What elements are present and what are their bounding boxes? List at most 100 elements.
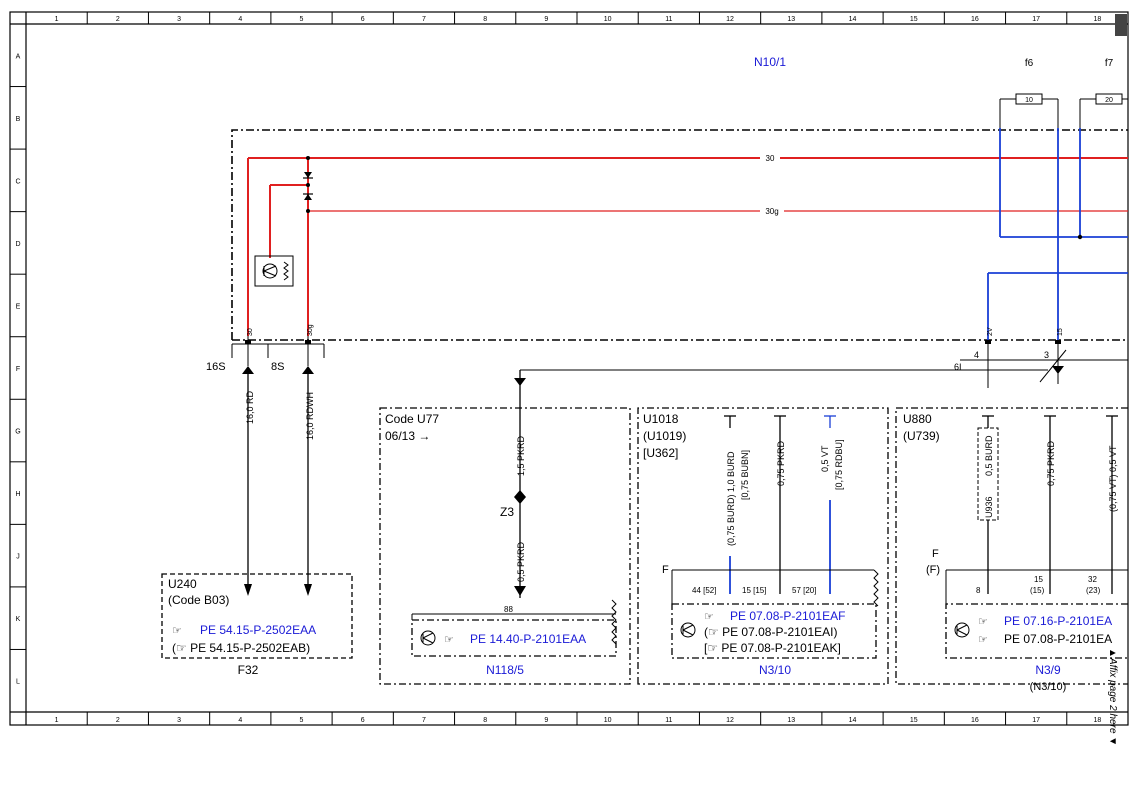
column-label: 3	[177, 717, 181, 724]
column-label: 13	[787, 717, 795, 724]
row-label: A	[16, 53, 21, 60]
column-label: 7	[422, 16, 426, 23]
wire-code-u936: U936	[984, 496, 994, 518]
u1018-link-2[interactable]: (☞ PE 07.08-P-2101EAI)	[704, 625, 838, 639]
wire-burd: (0,75 BURD) 1,0 BURD	[726, 451, 736, 546]
u880-link-1[interactable]: PE 07.16-P-2101EA	[1004, 614, 1112, 628]
connector-strip	[231, 336, 1128, 388]
column-label: 2	[116, 717, 120, 724]
column-label: 1	[55, 16, 59, 23]
u77-name: N118/5	[486, 663, 524, 677]
column-label: 11	[665, 16, 672, 23]
wire-16-rdwh: 16,0 RDWH	[305, 392, 315, 440]
column-label: 8	[483, 717, 487, 724]
pin-30g: 30g	[307, 324, 314, 336]
pin-3: 3	[1044, 350, 1049, 360]
row-label: G	[15, 429, 20, 436]
wire-u880-vt: (0,75 VT) 0,5 VT	[1108, 445, 1118, 512]
splice-z3: Z3	[500, 505, 514, 519]
pin-4: 4	[974, 350, 979, 360]
u1018-link-3[interactable]: [☞ PE 07.08-P-2101EAK]	[704, 641, 841, 655]
u880-pin-15-alt: (15)	[1030, 586, 1045, 595]
feed-wires	[247, 370, 521, 598]
bus-30-label: 30	[766, 154, 775, 163]
u1018-pin-44: 44 [52]	[692, 586, 716, 595]
wire-rdbu: [0,75 RDBU]	[834, 439, 844, 490]
u77-link[interactable]: PE 14.40-P-2101EAA	[470, 632, 586, 646]
column-ticks	[86, 12, 1068, 725]
row-label: F	[16, 366, 20, 373]
column-label: 6	[361, 16, 365, 23]
affix-note: ▲Affix page 2 here ▼	[1107, 648, 1118, 746]
inner-box-n118-5	[411, 619, 617, 657]
fuse-f7-rating: 20	[1105, 97, 1113, 104]
fuse-f6-label: f6	[1025, 58, 1034, 69]
column-label: 4	[238, 717, 242, 724]
u240-link-1[interactable]: PE 54.15-P-2502EAA	[200, 623, 316, 637]
u880-title: U880	[903, 412, 932, 426]
wire-1-5-pkrd: 1,5 PKRD	[516, 435, 526, 476]
column-label: 18	[1093, 16, 1101, 23]
row-label: C	[15, 178, 20, 185]
pin-6i: 6I	[954, 362, 962, 372]
column-label: 8	[483, 16, 487, 23]
u1018-pin-57: 57 [20]	[792, 586, 816, 595]
transistor-icon	[954, 622, 970, 638]
module-boundary	[231, 129, 1128, 341]
u880-link-2[interactable]: PE 07.08-P-2101EA	[1004, 632, 1112, 646]
column-label: 18	[1093, 717, 1101, 724]
wire-0-5-pkrd: 0,5 PKRD	[516, 541, 526, 582]
bus-30g-label: 30g	[765, 207, 778, 216]
pointer-icon: ☞	[978, 634, 988, 646]
inner-box-n3-10	[671, 603, 877, 659]
pin-markers	[242, 340, 1064, 386]
ground-lines	[987, 128, 1128, 340]
junction-dot	[1077, 234, 1083, 240]
row-label: K	[16, 616, 21, 623]
pointer-icon: ☞	[444, 634, 454, 646]
column-label: 6	[361, 717, 365, 724]
column-label: 11	[665, 717, 672, 724]
u240-code: (Code B03)	[168, 593, 229, 607]
column-label: 3	[177, 16, 181, 23]
u240-link-2[interactable]: (☞ PE 54.15-P-2502EAB)	[172, 641, 310, 655]
column-label: 5	[300, 717, 304, 724]
arrow-icon	[244, 584, 312, 596]
fuse-f6	[999, 93, 1059, 128]
box-u880	[895, 407, 1128, 685]
pointer-icon: ☞	[978, 616, 988, 628]
u1018-alt2: [U362]	[643, 446, 678, 460]
column-label: 14	[849, 717, 857, 724]
pointer-icon: ☞	[704, 611, 714, 623]
u880-alt: (U739)	[903, 429, 940, 443]
u240-name: F32	[238, 663, 259, 677]
pin-8s: 8S	[271, 361, 284, 373]
column-label: 10	[604, 717, 612, 724]
column-label: 16	[971, 717, 979, 724]
u880-pin-8: 8	[976, 586, 981, 595]
u1018-name: N3/10	[759, 663, 791, 677]
u880-f: F	[932, 548, 939, 560]
arrow-icon	[514, 586, 526, 596]
transistor-icon	[680, 622, 696, 638]
u1018-pin-15: 15 [15]	[742, 586, 766, 595]
u880-pin-23: (23)	[1086, 586, 1101, 595]
u1018-link-1[interactable]: PE 07.08-P-2101EAF	[730, 609, 845, 623]
u1018-title: U1018	[643, 412, 679, 426]
row-label: L	[16, 679, 20, 686]
page-corner-icon	[1115, 14, 1127, 36]
box-u1018	[637, 407, 889, 685]
column-label: 9	[544, 717, 548, 724]
transistor-icon	[420, 630, 436, 646]
column-label: 7	[422, 717, 426, 724]
wire-16-rd: 16,0 RD	[245, 390, 255, 424]
diode-icon	[303, 156, 313, 213]
fuse-f7	[1079, 93, 1128, 128]
row-label: E	[16, 303, 21, 310]
row-label: D	[15, 241, 20, 248]
wire-0-5-burd: 0,5 BURD	[984, 435, 994, 476]
